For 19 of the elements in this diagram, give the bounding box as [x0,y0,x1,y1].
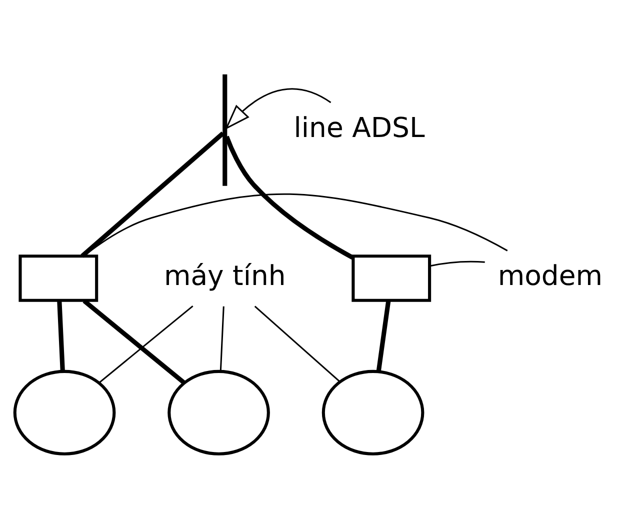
node-circle [322,369,424,455]
node-bar [222,74,228,186]
connector [82,298,186,384]
connector [430,260,485,266]
node-circle [13,369,116,455]
connector [254,305,341,382]
connector [376,300,391,372]
connector [57,300,65,371]
node-text: modem [498,259,603,292]
node-box [18,254,98,302]
connector [80,131,225,258]
node-box [352,254,432,302]
connector [98,304,194,383]
arrow [224,88,332,130]
connector [224,135,354,260]
node-circle [168,369,270,455]
node-text: line ADSL [294,111,425,144]
node-text: máy tính [164,259,286,292]
connector [220,306,224,371]
